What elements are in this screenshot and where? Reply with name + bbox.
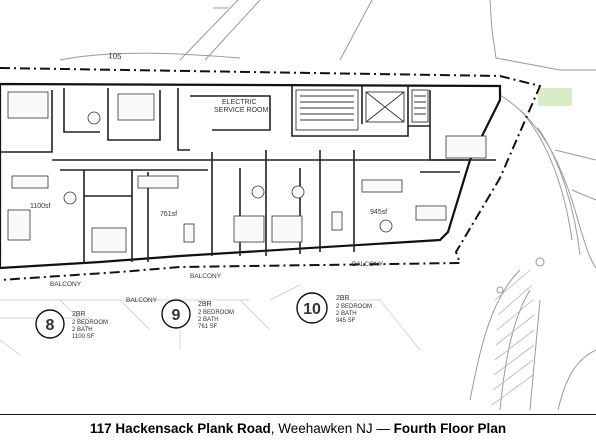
unit-10-line: 2 BEDROOM (336, 304, 372, 310)
unit-8-marker: 8 2BR 2 BEDROOM 2 BATH 1100 SF (35, 309, 108, 340)
stair-core (295, 89, 429, 131)
street-number: 105 (108, 51, 123, 61)
unit-8-line: 2 BATH (72, 327, 93, 333)
unit-9-number: 9 (172, 307, 181, 324)
unit-9-type: 2BR (198, 301, 212, 308)
unit-10-number: 10 (303, 301, 321, 318)
caption-city: , Weehawken NJ — (270, 421, 394, 436)
unit-10-line: 945 SF (336, 318, 356, 324)
service-room-line-1: ELECTRIC (222, 99, 257, 106)
balcony-label: BALCONY (50, 281, 82, 288)
balcony-label: BALCONY (190, 273, 222, 280)
caption-floor: Fourth Floor Plan (393, 421, 507, 436)
unit-8-number: 8 (46, 317, 55, 334)
unit-10-line: 2 BATH (336, 311, 357, 317)
unit-9-line: 2 BATH (198, 317, 219, 323)
unit-9-area: 761sf (160, 211, 177, 218)
balcony-label: BALCONY (352, 261, 384, 268)
unit-10-area: 945sf (370, 209, 387, 216)
unit-10-marker: 10 2BR 2 BEDROOM 2 BATH 945 SF (296, 292, 372, 324)
unit-9-line: 2 BEDROOM (198, 310, 234, 316)
plan-caption: 117 Hackensack Plank Road, Weehawken NJ … (0, 421, 596, 436)
landscape-strip (538, 88, 572, 106)
unit-8-line: 1100 SF (72, 334, 95, 340)
building-outline (0, 82, 502, 270)
service-room-line-2: SERVICE ROOM (214, 107, 268, 114)
unit-9-line: 761 SF (198, 324, 218, 330)
sidewalk-hatch (491, 269, 535, 406)
unit-8-line: 2 BEDROOM (72, 320, 108, 326)
floor-plan-drawing: 105 (0, 0, 596, 410)
balcony-labels: BALCONY BALCONY BALCONY BALCONY (50, 261, 384, 304)
property-line (0, 67, 542, 281)
unit-8-area: 1100sf (30, 203, 51, 210)
site-lines (59, 0, 596, 410)
caption-divider (0, 414, 596, 415)
unit-8-type: 2BR (72, 311, 86, 318)
unit-9-marker: 9 2BR 2 BEDROOM 2 BATH 761 SF (161, 299, 234, 330)
balcony-label: BALCONY (126, 297, 158, 304)
furniture (7, 91, 487, 253)
unit-10-type: 2BR (336, 295, 350, 302)
caption-address: 117 Hackensack Plank Road (89, 421, 271, 436)
service-room-label: ELECTRIC SERVICE ROOM (214, 99, 268, 114)
